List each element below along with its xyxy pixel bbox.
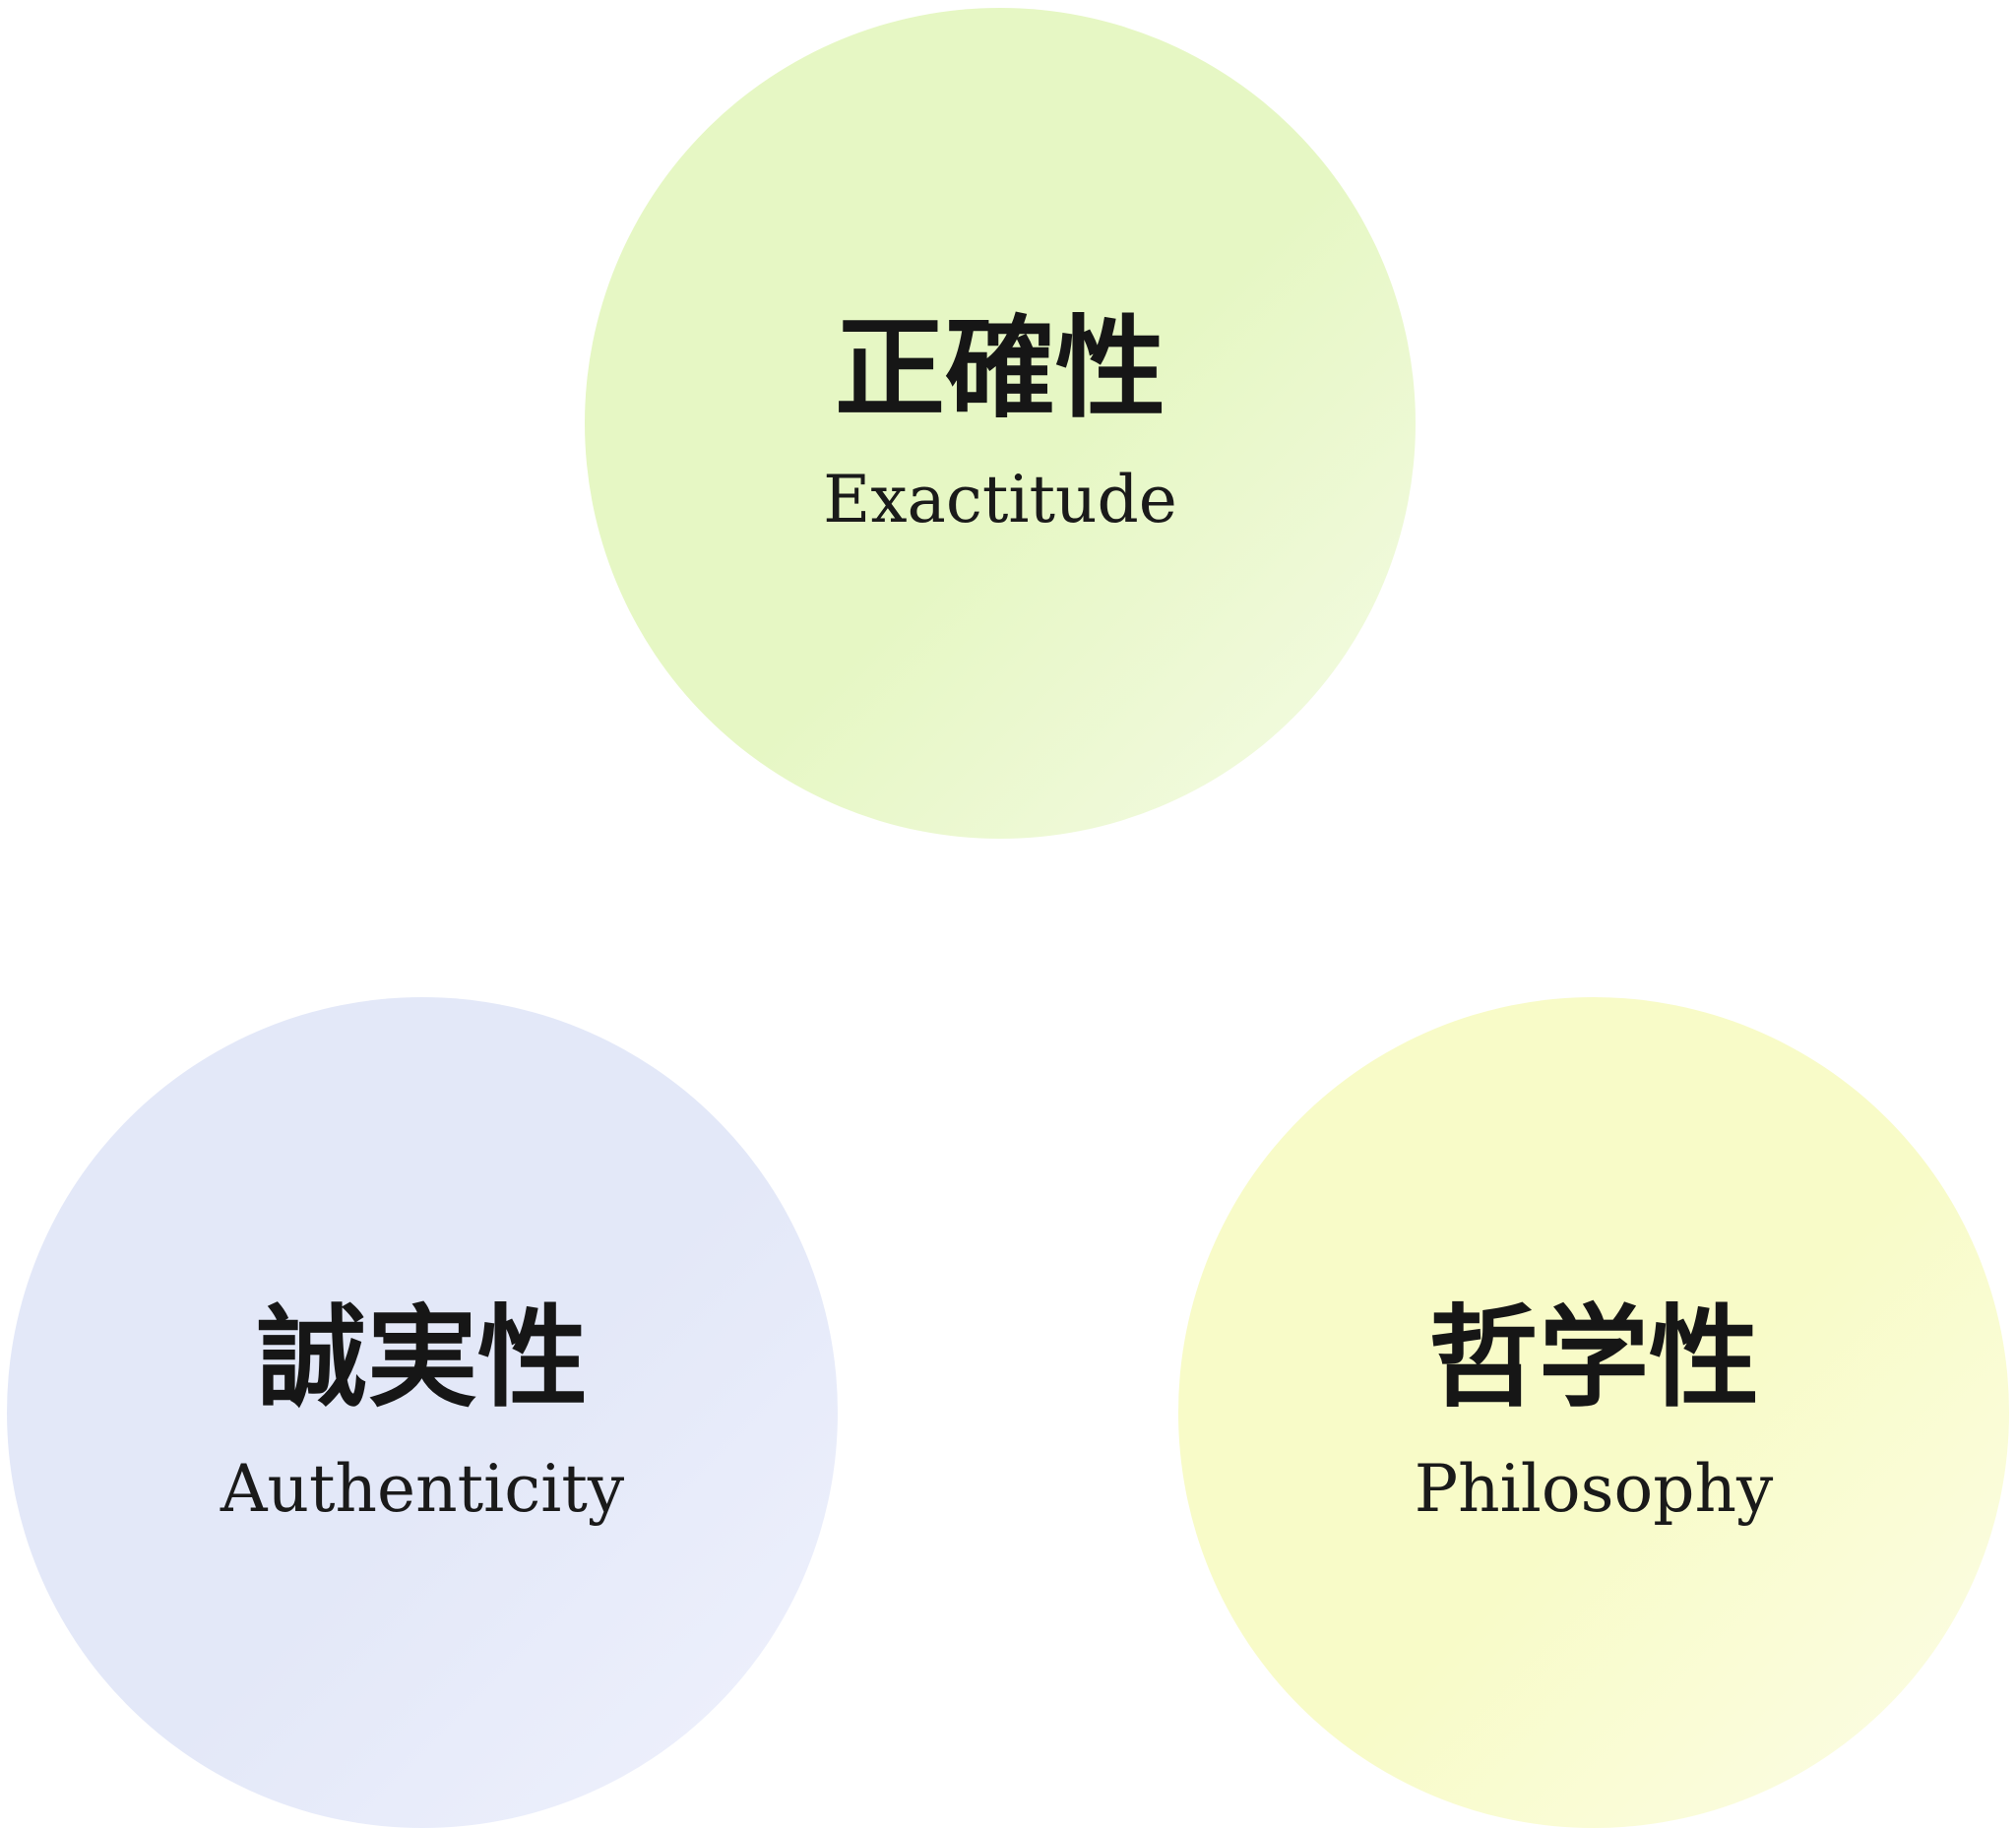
value-circle-authenticity: 誠実性 Authenticity [7, 997, 838, 1828]
value-subtitle-philosophy: Philosophy [1414, 1451, 1774, 1527]
value-subtitle-authenticity: Authenticity [220, 1451, 625, 1527]
value-circle-exactitude: 正確性 Exactitude [585, 8, 1416, 839]
value-title-exactitude: 正確性 [835, 305, 1166, 433]
value-circle-philosophy: 哲学性 Philosophy [1178, 997, 2009, 1828]
value-title-authenticity: 誠実性 [257, 1294, 588, 1422]
value-title-philosophy: 哲学性 [1428, 1294, 1759, 1422]
value-subtitle-exactitude: Exactitude [823, 462, 1177, 537]
